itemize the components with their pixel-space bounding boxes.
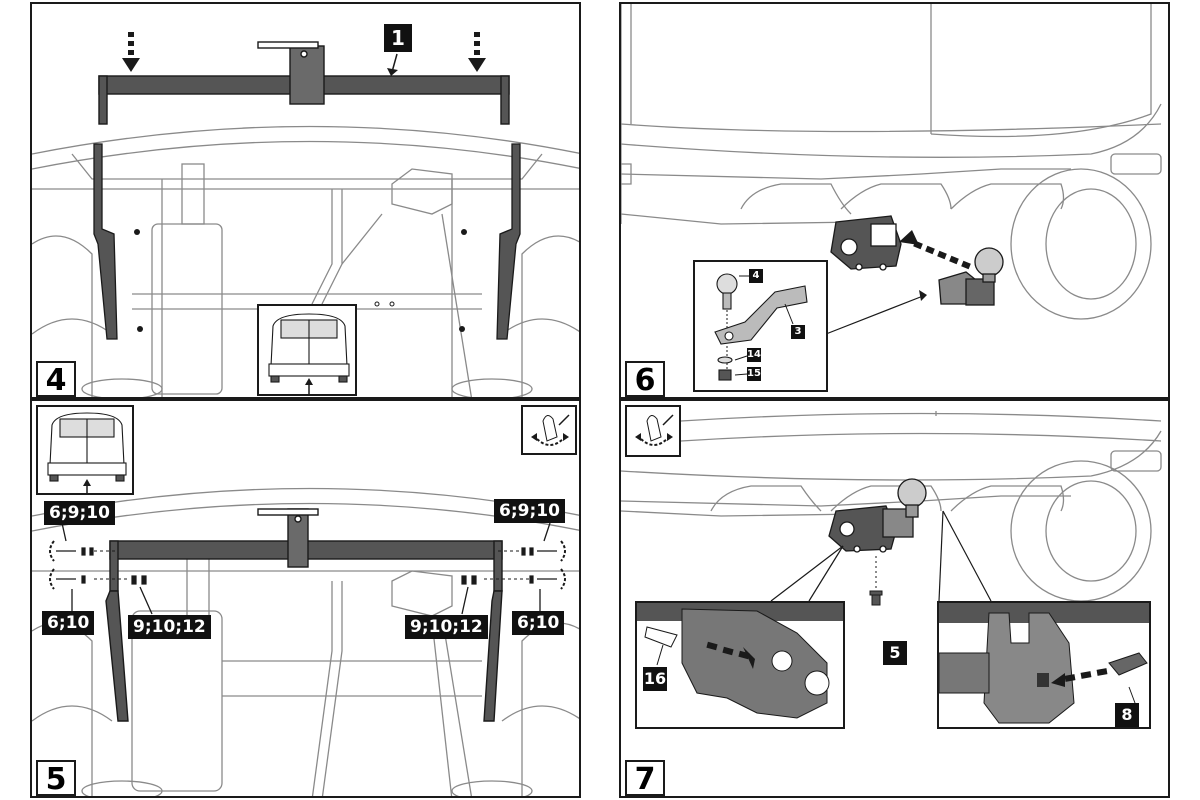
step-number: 4 xyxy=(36,361,76,397)
step-7-drawing xyxy=(621,411,1162,606)
hitch-receiver xyxy=(830,215,902,271)
step-number: 7 xyxy=(625,760,665,796)
callout-bolts-top-right: 6;9;10 xyxy=(494,499,565,523)
callout-part-14: 14 xyxy=(747,348,761,362)
callout-bolts-top-left: 6;9;10 xyxy=(44,501,115,525)
crossbar xyxy=(105,508,503,722)
callout-bolts-mid-left: 9;10;12 xyxy=(128,615,211,639)
torque-wrench-icon xyxy=(521,405,577,455)
vehicle-view-inset xyxy=(36,405,134,495)
callout-part-4: 4 xyxy=(749,269,763,283)
step-5-panel: 6;9;10 6;9;10 6;10 6;10 9;10;12 9;10;12 … xyxy=(30,399,581,798)
parts-exploded-view xyxy=(714,273,808,381)
bolt-5 xyxy=(869,590,883,606)
callout-part-3: 3 xyxy=(791,325,805,339)
callout-part-16: 16 xyxy=(643,667,667,691)
step-number: 6 xyxy=(625,361,665,397)
step-6-drawing xyxy=(621,4,1162,335)
step-6-panel: 4 3 14 15 6 xyxy=(619,2,1170,399)
pin-detail-inset: 16 xyxy=(635,601,845,729)
vehicle-rear-icon xyxy=(268,313,350,394)
step-number: 5 xyxy=(36,760,76,796)
callout-bolts-bottom-left: 6;10 xyxy=(42,611,95,635)
callout-part-15: 15 xyxy=(747,367,761,381)
callout-part-8: 8 xyxy=(1115,703,1139,727)
callout-bolts-mid-right: 9;10;12 xyxy=(405,615,488,639)
callout-bolts-bottom-right: 6;10 xyxy=(512,611,565,635)
step-7-panel: 16 8 5 7 xyxy=(619,399,1170,798)
torque-wrench-icon xyxy=(625,405,681,457)
step-4-panel: 1 4 xyxy=(30,2,581,399)
vehicle-view-inset xyxy=(257,304,357,396)
key-detail-drawing xyxy=(939,603,1149,724)
pin-detail-drawing xyxy=(637,603,843,719)
callout-part-5: 5 xyxy=(883,641,907,665)
parts-inset: 4 3 14 15 xyxy=(693,260,828,392)
key-detail-inset: 8 xyxy=(937,601,1151,729)
ball-mount-assembly xyxy=(938,247,1004,306)
crossbar xyxy=(98,41,510,125)
hitch-assembled xyxy=(828,478,927,553)
vehicle-rear-icon xyxy=(47,412,127,493)
callout-part-1: 1 xyxy=(384,24,412,52)
side-brackets xyxy=(93,143,521,340)
step-4-drawing xyxy=(32,32,579,397)
step-5-drawing xyxy=(32,487,579,796)
arrow-down-icon xyxy=(122,32,486,72)
